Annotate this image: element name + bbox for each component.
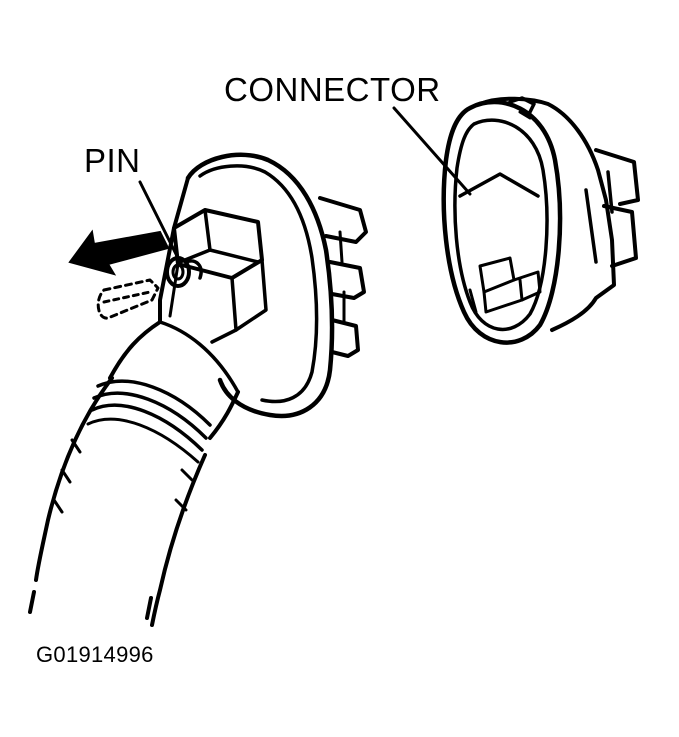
figure-id-label: G01914996 (36, 642, 154, 667)
pin-leader-line (138, 180, 182, 264)
pin-label: PIN (84, 142, 141, 179)
plug-connector-half (158, 152, 368, 419)
removal-direction-arrow (68, 229, 170, 276)
connector-leader-line (392, 106, 472, 196)
connector-boot (108, 320, 240, 440)
pin (96, 256, 203, 320)
wire-harness (28, 376, 212, 627)
connector-label: CONNECTOR (224, 71, 441, 108)
receptacle-connector (441, 96, 640, 345)
